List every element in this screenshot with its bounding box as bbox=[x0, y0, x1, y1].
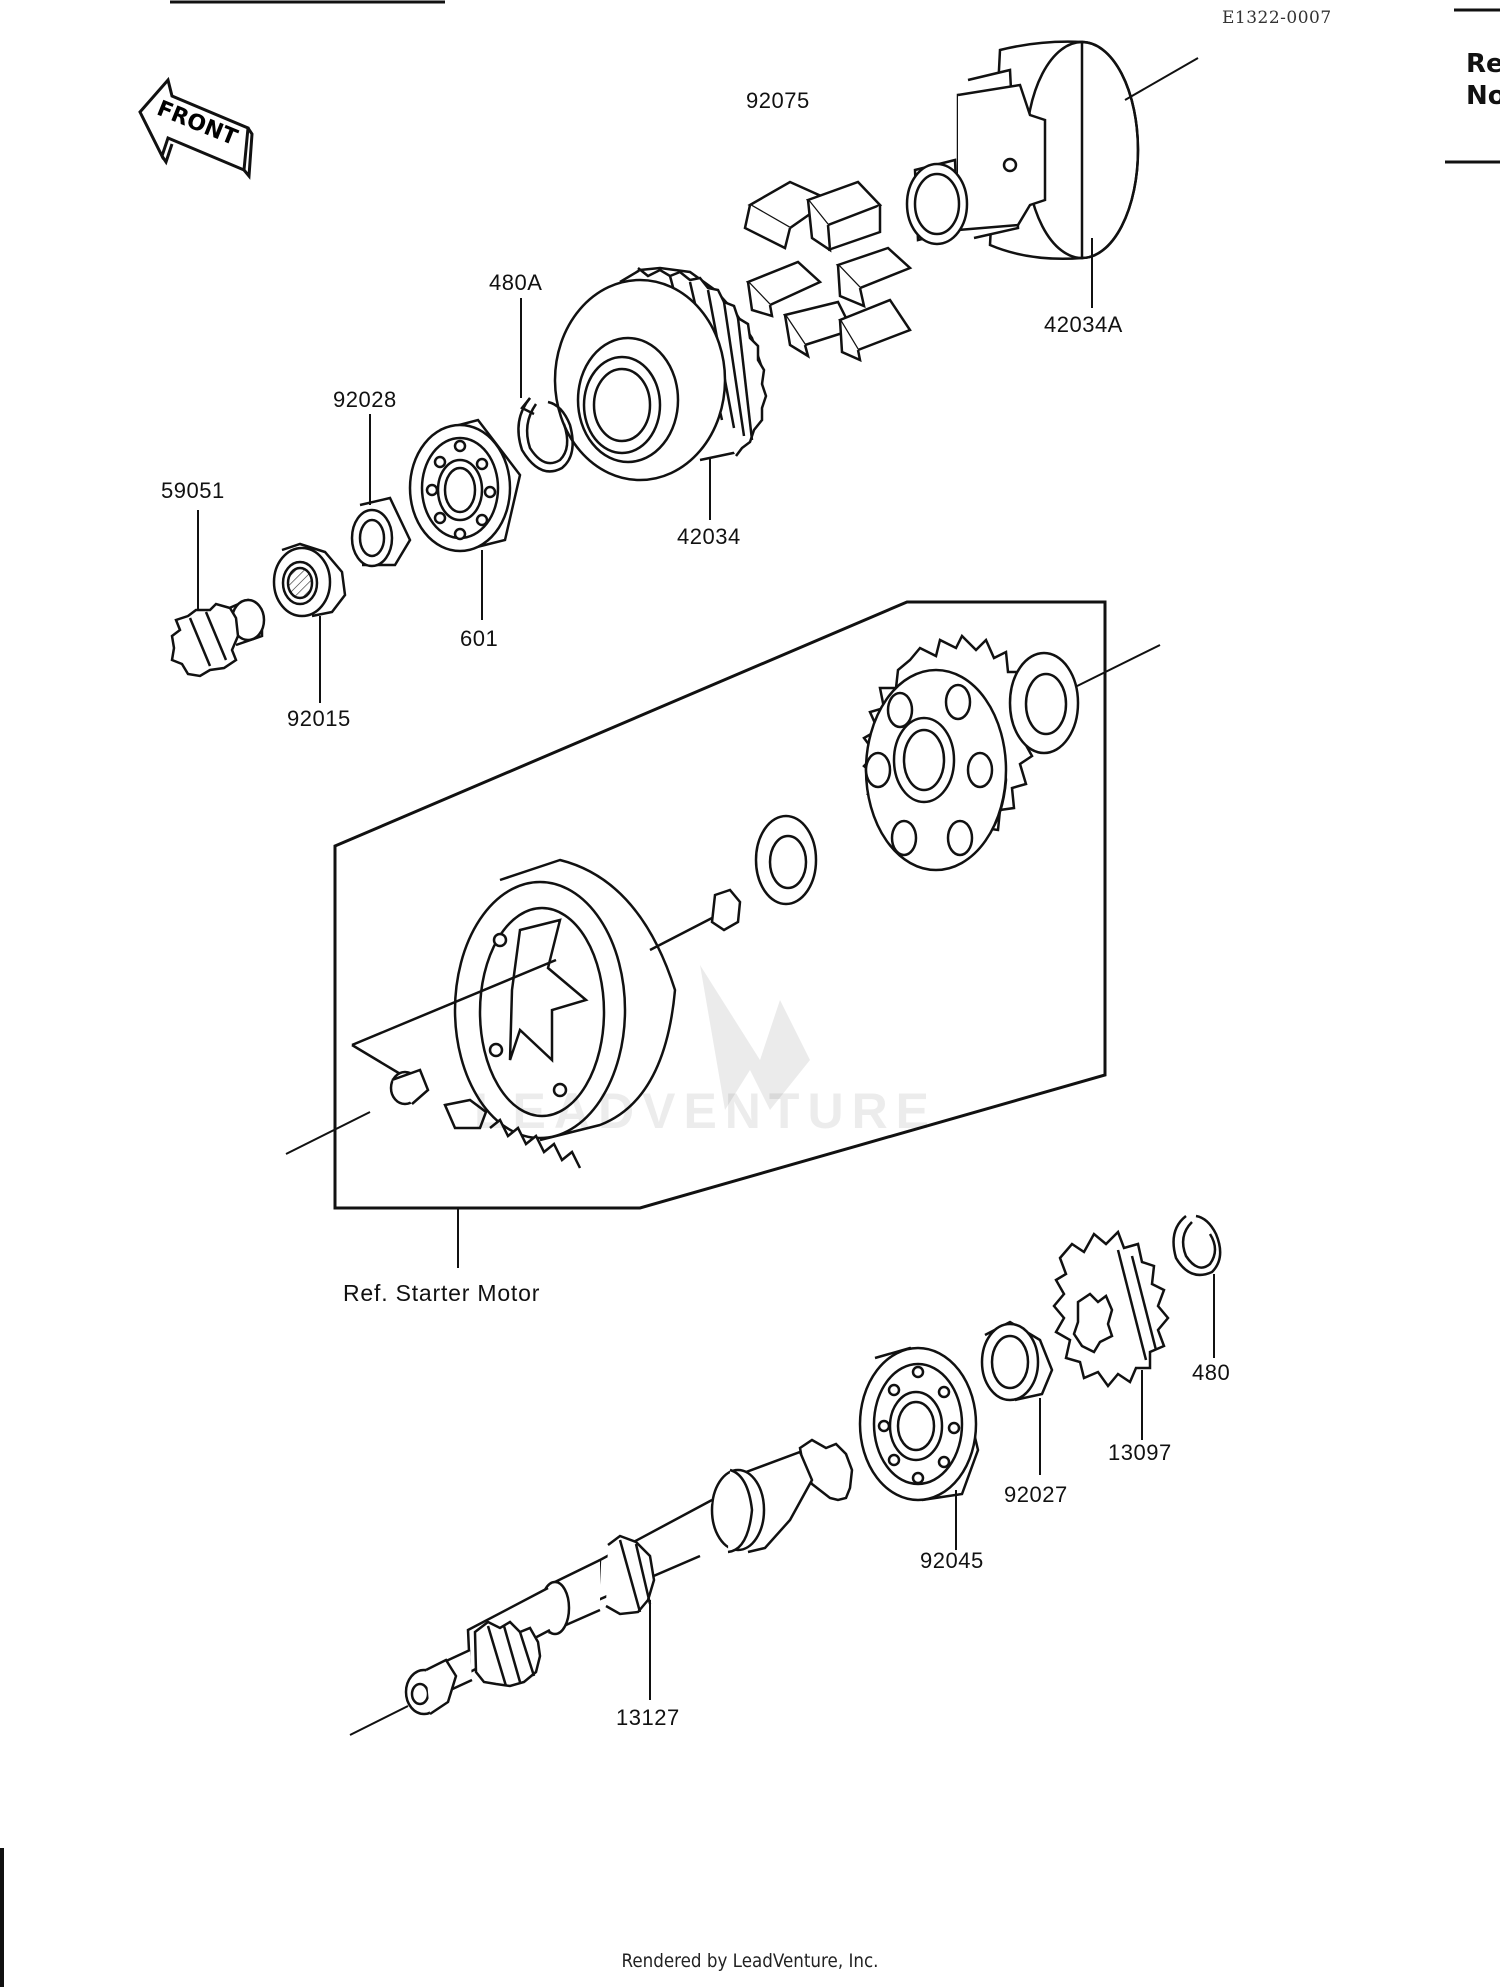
starter-washer-drawing bbox=[754, 651, 1080, 906]
axis-line-starter-left bbox=[285, 1111, 371, 1155]
circlip-480A-drawing bbox=[517, 397, 574, 473]
nut-92015-drawing bbox=[272, 542, 347, 618]
starter-sprocket-drawing bbox=[862, 633, 1036, 872]
corner-text: Re No bbox=[1466, 48, 1500, 112]
watermark-logo-icon bbox=[700, 965, 810, 1110]
collar-92028-drawing bbox=[350, 496, 412, 568]
part-label-59051[interactable]: 59051 bbox=[161, 478, 225, 503]
shaft-13127-drawing bbox=[404, 1438, 854, 1716]
ref-starter-motor-label[interactable]: Ref. Starter Motor bbox=[343, 1280, 541, 1306]
circlip-480-drawing bbox=[1172, 1214, 1222, 1277]
diagram-code: E1322-0007 bbox=[1222, 8, 1332, 28]
part-label-92015[interactable]: 92015 bbox=[287, 706, 351, 731]
sprocket-13097-drawing bbox=[1052, 1229, 1170, 1389]
part-label-92075[interactable]: 92075 bbox=[746, 88, 810, 113]
front-arrow-icon bbox=[138, 76, 254, 180]
axis-line-13127 bbox=[349, 1705, 409, 1736]
clutch-housing-42034A-drawing bbox=[905, 40, 1140, 261]
part-label-601[interactable]: 601 bbox=[460, 626, 499, 651]
part-label-42034[interactable]: 42034 bbox=[677, 524, 741, 549]
corner-text-line-1: Re bbox=[1466, 49, 1500, 79]
watermark-text: LEADVENTURE bbox=[474, 1083, 937, 1139]
part-label-13127[interactable]: 13127 bbox=[616, 1705, 680, 1730]
part-label-480[interactable]: 480 bbox=[1192, 1360, 1231, 1385]
bearing-92045-drawing bbox=[858, 1346, 980, 1502]
part-label-480A[interactable]: 480A bbox=[489, 270, 543, 295]
pinion-59051-drawing bbox=[170, 598, 266, 678]
part-label-42034A[interactable]: 42034A bbox=[1044, 312, 1123, 337]
bearing-601-drawing bbox=[408, 418, 522, 553]
axis-line-starter bbox=[1062, 644, 1161, 694]
collar-92027-drawing bbox=[980, 1320, 1054, 1402]
footer-credit: Rendered by LeadVenture, Inc. bbox=[621, 1950, 879, 1972]
starter-clutch-drawing bbox=[351, 858, 742, 1169]
part-label-92027[interactable]: 92027 bbox=[1004, 1482, 1068, 1507]
gear-42034-drawing bbox=[553, 266, 768, 482]
starter-motor-ref-box bbox=[333, 600, 1107, 1210]
axis-line-42034A bbox=[1124, 57, 1199, 101]
rollers-92075-drawing bbox=[743, 180, 913, 363]
part-label-92028[interactable]: 92028 bbox=[333, 387, 397, 412]
part-label-92045[interactable]: 92045 bbox=[920, 1548, 984, 1573]
corner-text-line-2: No bbox=[1466, 81, 1500, 111]
part-label-13097[interactable]: 13097 bbox=[1108, 1440, 1172, 1465]
